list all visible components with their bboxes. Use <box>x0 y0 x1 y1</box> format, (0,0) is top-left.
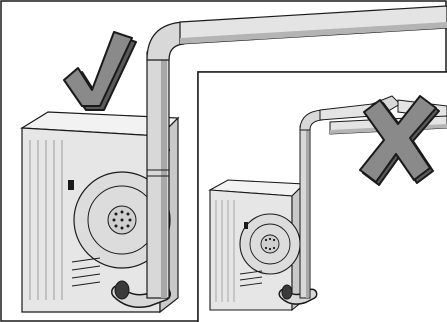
hose-outlet-correct <box>115 281 129 299</box>
checkmark-icon <box>64 32 136 110</box>
dryer-large-connector <box>68 180 74 190</box>
hose-outlet-incorrect <box>282 285 292 299</box>
incorrect-panel <box>198 72 447 322</box>
